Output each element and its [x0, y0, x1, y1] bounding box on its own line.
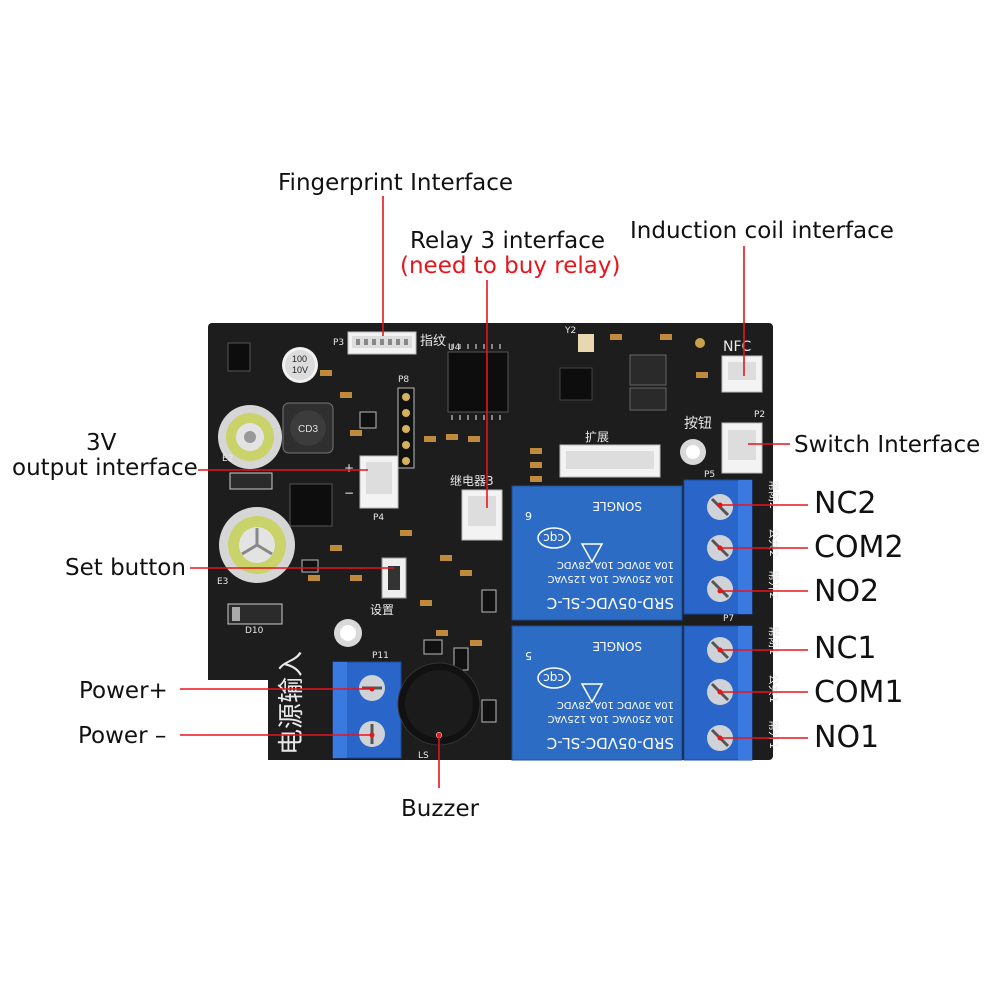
- svg-text:E2: E2: [222, 454, 233, 464]
- svg-text:Y2: Y2: [564, 326, 576, 336]
- label-3v: 3V: [86, 430, 117, 456]
- label-com1: COM1: [814, 675, 904, 710]
- svg-text:常闭1: 常闭1: [767, 626, 780, 655]
- svg-text:常开1: 常开1: [767, 720, 780, 749]
- svg-text:公共2: 公共2: [767, 528, 780, 557]
- label-switch-interface: Switch Interface: [794, 432, 981, 458]
- silk-fingerprint-cn: 指纹: [420, 334, 446, 349]
- svg-text:6: 6: [525, 509, 532, 522]
- svg-text:10A 250VAC 10A 125VAC: 10A 250VAC 10A 125VAC: [547, 713, 674, 724]
- svg-text:P11: P11: [372, 651, 389, 661]
- svg-text:D10: D10: [245, 626, 264, 636]
- buzzer-component: [397, 662, 481, 746]
- svg-text:NFC: NFC: [723, 339, 752, 355]
- label-relay3-note: (need to buy relay): [400, 253, 621, 279]
- svg-text:10V: 10V: [292, 365, 308, 375]
- relay-2: SRD-05VDC-SL-C 10A 250VAC 10A 125VAC 10A…: [511, 485, 683, 621]
- svg-text:100: 100: [292, 354, 307, 364]
- label-output-interface: output interface: [12, 455, 198, 481]
- label-nc1: NC1: [814, 631, 877, 666]
- svg-text:5: 5: [525, 649, 532, 662]
- svg-text:cqc: cqc: [543, 531, 564, 545]
- svg-text:设置: 设置: [370, 603, 394, 617]
- svg-text:cqc: cqc: [543, 671, 564, 685]
- capacitor-e2: [218, 405, 282, 469]
- label-fingerprint-interface: Fingerprint Interface: [278, 170, 514, 196]
- svg-text:E3: E3: [217, 577, 228, 587]
- label-set-button: Set button: [65, 555, 186, 581]
- svg-text:常闭2: 常闭2: [767, 480, 780, 509]
- silk-p3: P3: [333, 338, 344, 348]
- silk-power-input: 电源输入: [277, 651, 307, 755]
- silk-u4: U4: [448, 343, 461, 353]
- svg-text:+: +: [344, 461, 354, 475]
- svg-text:SONGLE: SONGLE: [592, 639, 642, 653]
- svg-text:10A 250VAC 10A 125VAC: 10A 250VAC 10A 125VAC: [547, 573, 674, 584]
- label-com2: COM2: [814, 530, 904, 565]
- svg-text:−: −: [344, 486, 354, 500]
- svg-text:扩展: 扩展: [585, 430, 609, 444]
- svg-text:公共1: 公共1: [767, 674, 780, 703]
- svg-text:P2: P2: [754, 410, 765, 420]
- svg-text:LS: LS: [418, 751, 429, 761]
- pcb-corner: [208, 680, 268, 760]
- svg-text:按钮: 按钮: [684, 416, 712, 432]
- label-buzzer: Buzzer: [401, 796, 480, 822]
- svg-text:SRD-05VDC-SL-C: SRD-05VDC-SL-C: [547, 594, 674, 612]
- label-induction-coil-interface: Induction coil interface: [630, 218, 894, 244]
- svg-text:P4: P4: [373, 513, 384, 523]
- capacitor-e3: [219, 507, 295, 583]
- svg-text:常开2: 常开2: [767, 570, 780, 599]
- fingerprint-connector: [347, 331, 417, 355]
- label-power-minus: Power –: [78, 723, 167, 749]
- svg-text:P5: P5: [704, 470, 715, 480]
- label-nc2: NC2: [814, 486, 877, 521]
- svg-text:10A 30VDC 10A 28VDC: 10A 30VDC 10A 28VDC: [557, 699, 674, 710]
- leader-lines: [180, 196, 808, 788]
- svg-text:10A 30VDC 10A 28VDC: 10A 30VDC 10A 28VDC: [557, 559, 674, 570]
- p8-header: [397, 387, 415, 469]
- power-terminal: [332, 661, 402, 759]
- svg-text:CD3: CD3: [298, 424, 318, 435]
- relay-1: SRD-05VDC-SL-C 10A 250VAC 10A 125VAC 10A…: [511, 625, 683, 761]
- label-relay3-interface: Relay 3 interface: [410, 228, 606, 254]
- label-no2: NO2: [814, 574, 880, 609]
- svg-text:P7: P7: [723, 614, 734, 624]
- svg-text:P8: P8: [398, 375, 409, 385]
- main-ic: [447, 351, 509, 413]
- svg-text:继电器3: 继电器3: [450, 474, 494, 488]
- svg-text:SONGLE: SONGLE: [592, 499, 642, 513]
- svg-text:SRD-05VDC-SL-C: SRD-05VDC-SL-C: [547, 734, 674, 752]
- label-no1: NO1: [814, 720, 880, 755]
- label-power-plus: Power+: [79, 678, 168, 704]
